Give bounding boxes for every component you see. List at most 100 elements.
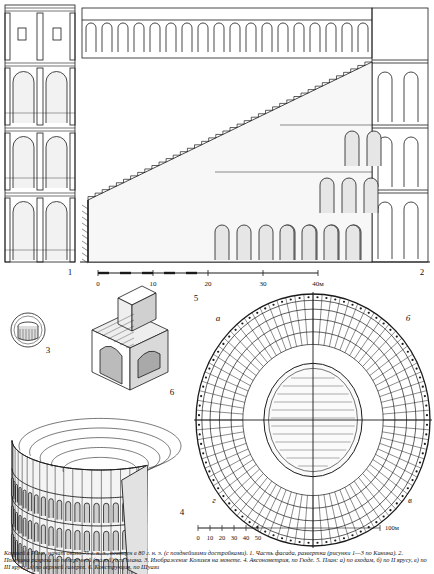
stroke (208, 270, 209, 276)
stroke (197, 400, 243, 408)
pier (368, 312, 370, 314)
stroke (198, 525, 199, 531)
pier (199, 433, 201, 435)
scale-bar (98, 270, 318, 276)
arch (320, 178, 334, 213)
stroke (202, 381, 247, 397)
stroke (5, 193, 75, 194)
stroke (268, 304, 286, 351)
scale-bar (198, 525, 380, 531)
pier (298, 297, 300, 299)
pier (325, 541, 327, 543)
stroke (82, 8, 372, 58)
arch (19, 487, 21, 505)
stroke (372, 60, 428, 61)
pier (334, 539, 336, 541)
stroke (378, 372, 421, 391)
stroke (372, 128, 428, 129)
stroke (5, 63, 75, 64)
arch (230, 23, 240, 52)
arch (49, 527, 53, 546)
arch (86, 23, 96, 52)
pier (389, 329, 391, 331)
arch (28, 521, 31, 540)
stroke (37, 133, 43, 190)
sector-letter: б (405, 314, 412, 323)
stroke (5, 11, 75, 12)
stroke (82, 20, 372, 21)
stroke (295, 495, 302, 545)
arch (404, 202, 418, 259)
stroke (199, 391, 245, 403)
construction-block (92, 286, 168, 390)
stroke (82, 211, 88, 215)
stroke (335, 300, 349, 348)
arch (310, 23, 320, 52)
arch (294, 23, 304, 52)
arch (326, 23, 336, 52)
pier (217, 487, 219, 489)
pier (351, 304, 353, 306)
arch (302, 225, 316, 260)
pier (415, 470, 417, 472)
stroke (350, 484, 374, 527)
pier (281, 301, 283, 303)
stroke (335, 492, 349, 540)
arch (342, 178, 356, 213)
stroke (210, 525, 211, 531)
arch (324, 225, 338, 260)
scale-number: 30 (230, 535, 239, 542)
arch (280, 225, 294, 260)
arch (16, 512, 18, 530)
pier (396, 502, 398, 504)
arch (104, 531, 109, 551)
pier (425, 433, 427, 435)
stroke (102, 320, 134, 336)
pier (281, 537, 283, 539)
pier (199, 404, 201, 406)
stroke (202, 443, 247, 459)
scale-number: 50 (254, 535, 263, 542)
stroke (196, 410, 243, 414)
figure-number: 5 (193, 294, 200, 303)
arch (23, 518, 26, 536)
stroke (70, 13, 75, 60)
stroke (26, 329, 27, 340)
stroke (82, 217, 88, 221)
stroke (70, 68, 75, 125)
arch (346, 225, 360, 260)
stroke (19, 418, 181, 468)
stroke (37, 68, 43, 125)
stroke (382, 432, 428, 440)
pier (426, 424, 428, 426)
arch (378, 202, 392, 259)
stroke (350, 313, 374, 356)
figure-number: 3 (45, 346, 52, 355)
pier (241, 515, 243, 517)
stroke (5, 178, 75, 179)
stroke (263, 270, 264, 276)
arch (215, 225, 229, 260)
arch (367, 131, 381, 166)
pier (290, 298, 292, 300)
pier (200, 443, 202, 445)
arch (104, 503, 109, 523)
arch (28, 493, 31, 512)
pier (208, 367, 210, 369)
arch (84, 503, 89, 523)
stroke (194, 420, 432, 421)
stroke (96, 314, 134, 333)
arch (11, 506, 13, 524)
stroke (372, 193, 428, 194)
pier (411, 479, 413, 481)
pier (228, 336, 230, 338)
arch (262, 23, 272, 52)
pier (307, 296, 309, 298)
stroke (381, 391, 427, 403)
stroke (82, 223, 88, 227)
pier (198, 424, 200, 426)
stroke (280, 125, 372, 126)
stroke (222, 525, 223, 531)
